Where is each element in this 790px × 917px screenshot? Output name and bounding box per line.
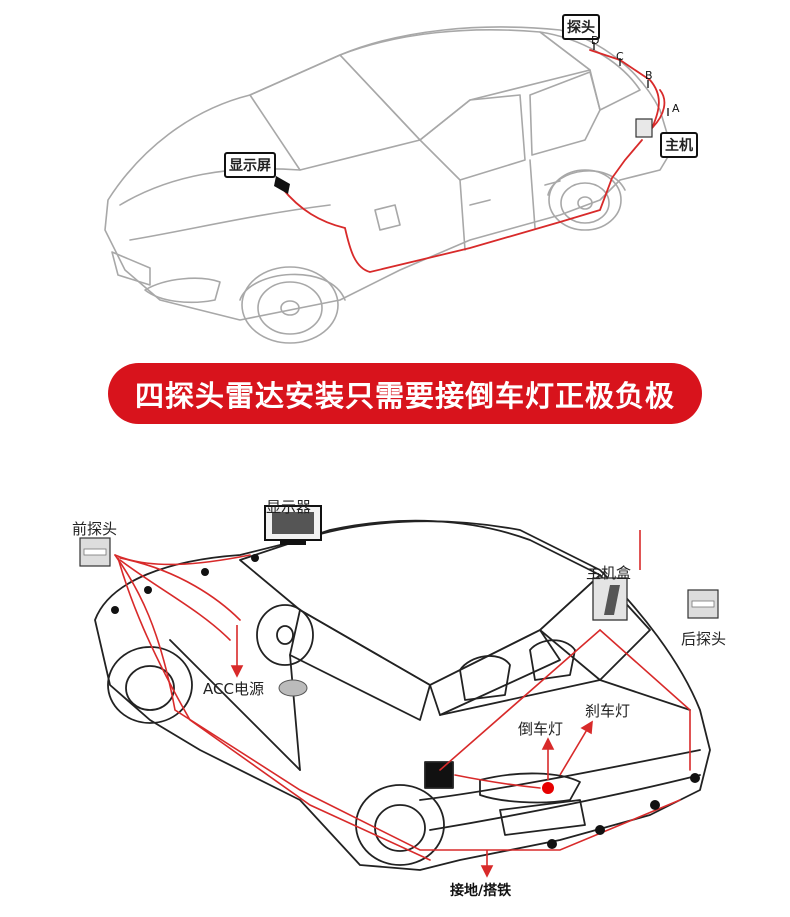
headline-banner: 四探头雷达安装只需要接倒车灯正极负极 — [108, 363, 702, 424]
label-point-b: B — [645, 69, 653, 82]
rear-probe-icon — [687, 589, 719, 619]
front-probe-icon — [79, 537, 111, 567]
top-car-diagram — [104, 26, 673, 344]
label-reverse-light: 倒车灯 — [518, 720, 564, 738]
label-host-box: 主机盒 — [586, 564, 632, 582]
label-front-probe: 前探头 — [72, 520, 118, 538]
bottom-car-wiring-diagram — [79, 505, 719, 878]
host-box-icon — [635, 118, 653, 138]
label-host-top: 主机 — [660, 132, 698, 158]
display-monitor-icon — [264, 505, 322, 545]
label-probe-top: 探头 — [562, 14, 600, 40]
host-box-icon-bottom — [592, 577, 628, 621]
display-device-icon — [274, 176, 290, 194]
label-rear-probe: 后探头 — [681, 630, 727, 648]
label-point-c: C — [616, 50, 624, 63]
label-acc-power: ACC电源 — [203, 680, 264, 698]
headline-text: 四探头雷达安装只需要接倒车灯正极负极 — [134, 378, 675, 413]
label-display-top: 显示屏 — [224, 152, 276, 178]
label-brake-light: 刹车灯 — [585, 702, 631, 720]
label-point-d: D — [591, 34, 600, 47]
label-ground: 接地/搭铁 — [450, 883, 512, 899]
label-display-monitor: 显示器 — [266, 498, 312, 516]
acc-connector-icon — [278, 679, 308, 697]
label-point-a: A — [672, 102, 680, 115]
